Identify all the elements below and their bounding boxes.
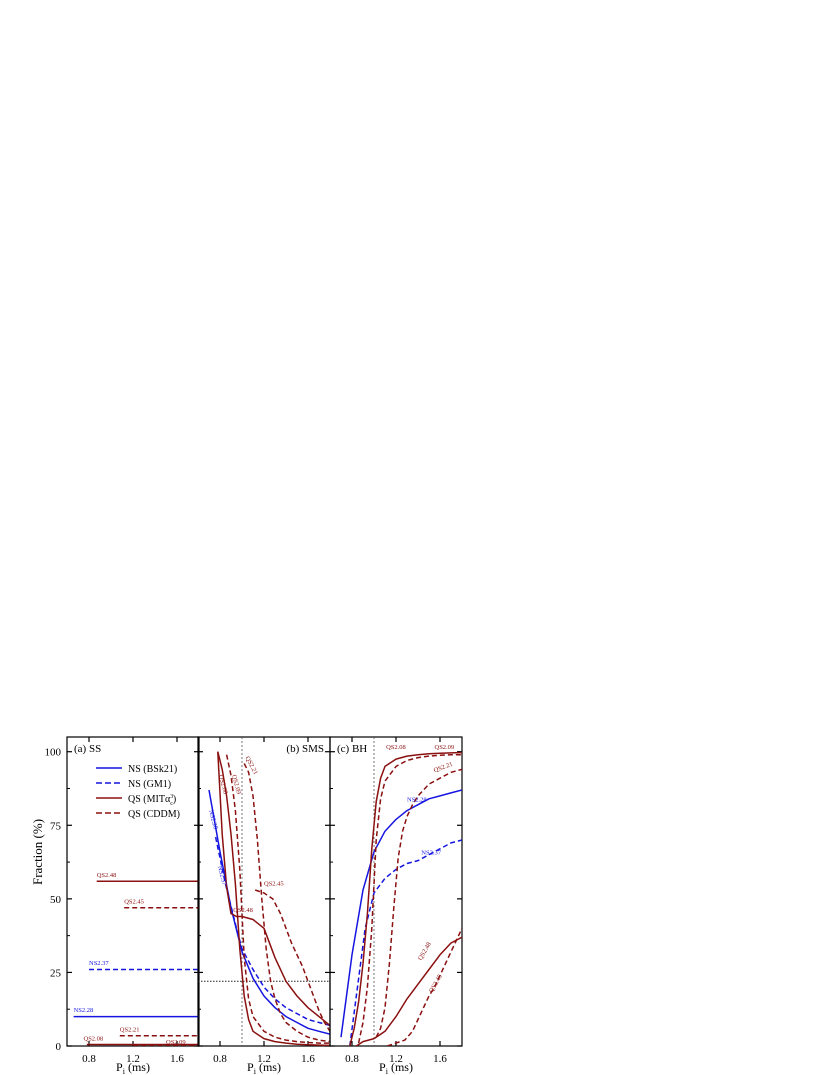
series-label: QS2.21 bbox=[433, 761, 454, 774]
series-line-QS2-08 bbox=[349, 751, 462, 1046]
series-label: NS2.28 bbox=[207, 809, 219, 830]
y-tick-label: 50 bbox=[50, 894, 62, 906]
series-line-QS2-08 bbox=[217, 751, 330, 1046]
panel-title: (a) SS bbox=[74, 743, 101, 755]
panel-title: (c) BH bbox=[337, 743, 367, 755]
series-label: NS2.28 bbox=[407, 797, 427, 804]
series-line-QS2-09 bbox=[357, 753, 462, 1044]
series-line-NS2-28 bbox=[340, 789, 462, 1038]
x-tick-label: 1.6 bbox=[433, 1053, 447, 1065]
y-tick-label: 0 bbox=[56, 1041, 62, 1053]
x-axis-title: Pi (ms) bbox=[379, 1060, 413, 1075]
legend-entry: NS (BSk21) bbox=[96, 764, 177, 775]
x-tick-label: 1.2 bbox=[126, 1053, 140, 1065]
series-label: NS2.37 bbox=[421, 850, 441, 857]
legend-label: NS (GM1) bbox=[128, 779, 171, 790]
panel-title: (b) SMS bbox=[286, 743, 324, 755]
y-axis-title: Fraction (%) bbox=[30, 819, 45, 885]
x-tick-label: 1.6 bbox=[301, 1053, 315, 1065]
panel-b: 0.8 1.2 1.6 Pi (ms) (b) SMS bbox=[197, 736, 331, 1075]
x-tick-label: 0.8 bbox=[213, 1053, 227, 1065]
panel-a: 0.8 1.2 1.6 0 25 50 75 100 Pi (ms) (a) SS bbox=[45, 736, 200, 1075]
series-label: QS2.45 bbox=[124, 898, 144, 905]
y-tick-label: 100 bbox=[45, 747, 62, 759]
panel-frame bbox=[197, 736, 331, 1047]
series-label: QS2.48 bbox=[417, 941, 433, 962]
legend-entry: QS (CDDM) bbox=[96, 809, 180, 820]
series-line-QS2-45 bbox=[386, 927, 462, 1046]
panel-frame bbox=[329, 736, 463, 1047]
y-tick-label: 25 bbox=[50, 967, 62, 979]
series-line-QS2-45 bbox=[254, 889, 330, 1032]
series-label: NS2.28 bbox=[74, 1007, 94, 1014]
legend-label: QS (CDDM) bbox=[128, 809, 180, 820]
x-axis-title: Pi (ms) bbox=[116, 1060, 150, 1075]
series-label: QS2.48 bbox=[97, 872, 117, 879]
series-line-QS2-48 bbox=[355, 936, 462, 1046]
series-line-QS2-21 bbox=[243, 763, 330, 1043]
series-label: QS2.08 bbox=[217, 774, 229, 795]
series-label: QS2.45 bbox=[264, 881, 284, 888]
x-tick-label: 1.2 bbox=[389, 1053, 403, 1065]
series-line-NS2-28 bbox=[208, 789, 330, 1035]
series-label: QS2.09 bbox=[435, 744, 455, 751]
legend-entry: NS (GM1) bbox=[96, 779, 171, 790]
x-tick-label: 1.6 bbox=[170, 1053, 184, 1065]
series-label: NS2.37 bbox=[216, 865, 228, 887]
series-line-QS2-48 bbox=[217, 751, 330, 1026]
x-axis-title: Pi (ms) bbox=[247, 1060, 281, 1075]
series-line-QS2-21 bbox=[375, 768, 462, 1038]
x-tick-label: 0.8 bbox=[82, 1053, 96, 1065]
y-axis-title-group: Fraction (%) bbox=[30, 819, 45, 885]
series-label: QS2.08 bbox=[84, 1036, 104, 1043]
y-tick-label: 75 bbox=[50, 820, 62, 832]
series-group bbox=[73, 880, 199, 1046]
legend-label: NS (BSk21) bbox=[128, 764, 177, 775]
series-label: QS2.09 bbox=[166, 1039, 186, 1046]
series-line-QS2-09 bbox=[225, 754, 330, 1044]
series-line-NS2-37 bbox=[349, 839, 462, 1046]
panels: 0.8 1.2 1.6 0 25 50 75 100 Pi (ms) (a) SS 0.8 1.2 1.… bbox=[45, 736, 463, 1075]
x-tick-label: 0.8 bbox=[345, 1053, 359, 1065]
series-label: QS2.08 bbox=[386, 744, 406, 751]
panel-c: 0.8 1.2 1.6 Pi (ms) (c) BH bbox=[329, 736, 463, 1075]
x-tick-label: 1.2 bbox=[257, 1053, 271, 1065]
series-label: NS2.37 bbox=[89, 960, 109, 967]
series-line-NS2-37 bbox=[214, 836, 330, 1027]
series-group bbox=[208, 751, 330, 1046]
series-label: QS2.45 bbox=[428, 973, 444, 994]
series-label: QS2.48 bbox=[233, 907, 253, 914]
series-label: QS2.09 bbox=[230, 774, 242, 795]
series-label: QS2.21 bbox=[120, 1026, 140, 1033]
series-group bbox=[340, 751, 462, 1046]
